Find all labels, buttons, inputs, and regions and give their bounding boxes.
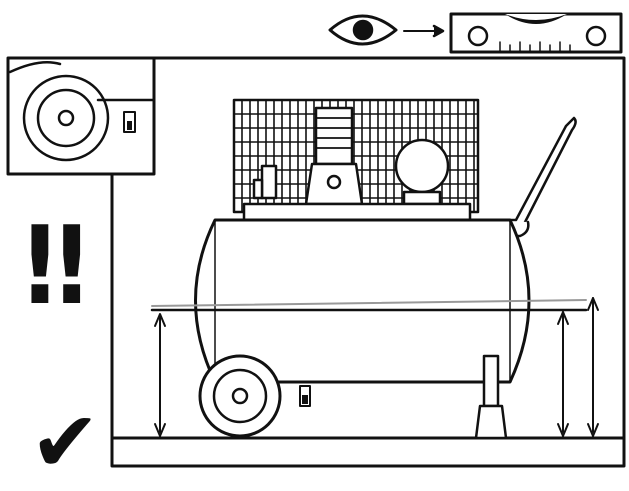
level-reference-line — [151, 299, 587, 307]
motor — [394, 138, 450, 206]
rubber-foot — [474, 354, 508, 440]
pressure-switch — [252, 164, 278, 200]
height-arrow-right-2 — [587, 297, 599, 437]
pump-head — [304, 106, 364, 206]
height-arrow-right-1 — [557, 311, 569, 437]
main-frame — [110, 56, 626, 468]
handle — [474, 116, 577, 238]
spirit-level-icon — [449, 12, 623, 54]
height-arrow-left — [154, 313, 166, 437]
compressor-leveling-diagram — [6, 12, 626, 468]
drain-valve — [299, 385, 311, 407]
eye-icon — [328, 14, 398, 46]
wheel — [198, 354, 282, 438]
air-compressor-illustration — [194, 98, 577, 440]
air-tank — [194, 218, 531, 384]
wheel-detail-inset — [6, 56, 156, 176]
arrow-right-icon — [403, 24, 445, 38]
